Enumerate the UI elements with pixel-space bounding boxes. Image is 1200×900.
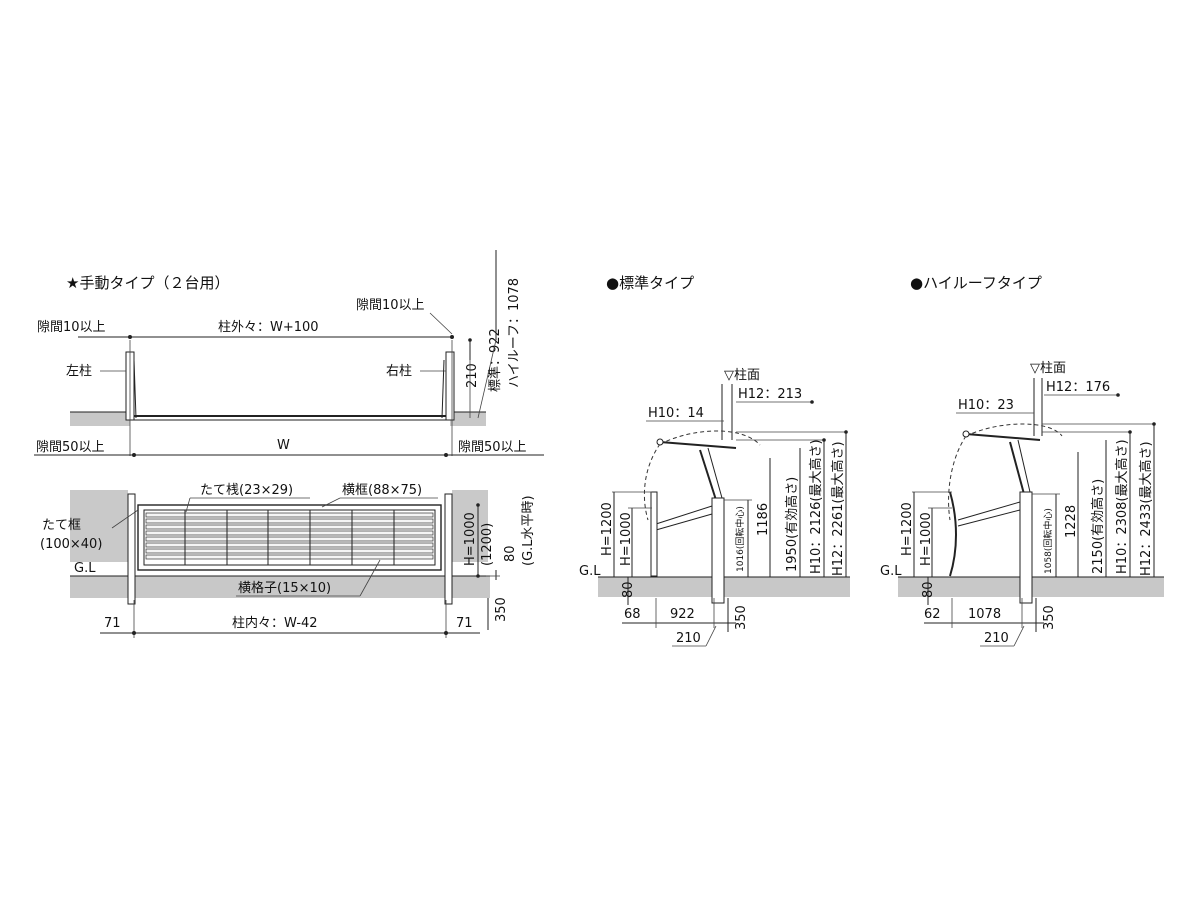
std-label-h10-max: H10：2126(最大高さ) (808, 439, 824, 574)
hr-post (1019, 491, 1033, 604)
hr-roof (965, 433, 1041, 441)
label-vertical-bar: たて桟(23×29) (200, 483, 293, 498)
hr-label-effective: 2150(有効高さ) (1090, 479, 1106, 574)
label-post-inner: 柱内々：W-42 (232, 615, 318, 631)
std-label-dim-350: 350 (734, 605, 749, 630)
hr-label-h12-max: H12：2433(最大高さ) (1138, 441, 1154, 576)
label-gap50-right: 隙間50以上 (458, 440, 527, 455)
std-label-pivot: 1016(回転中心) (734, 506, 746, 572)
std-roof (659, 441, 737, 449)
hr-label-pivot: 1058(回転中心) (1042, 508, 1054, 574)
label-h1200: (1200) (480, 523, 495, 566)
label-horiz-lattice: 横格子(15×10) (238, 580, 331, 596)
hr-roof-swing-arc (965, 423, 1063, 437)
std-label-dim-210: 210 (676, 631, 701, 646)
label-vertical-frame-2: (100×40) (40, 537, 102, 552)
label-dim-80: 80 (503, 545, 518, 562)
hr-gate-side (949, 491, 957, 577)
label-h1000: H=1000 (463, 512, 478, 566)
label-left-post: 左柱 (66, 364, 92, 379)
hr-label-dim-1228: 1228 (1064, 505, 1079, 538)
label-dim-71-right: 71 (456, 616, 473, 631)
label-width: W (277, 438, 290, 453)
standard-type-side-view: ●標準タイプ G.L ▽柱面 H12：213 H10：14 H=1200 (579, 274, 850, 647)
label-gap10-left: 隙間10以上 (37, 320, 106, 335)
label-vertical-frame-1: たて框 (42, 518, 81, 533)
label-gap10-right: 隙間10以上 (356, 298, 425, 313)
manual-type-elevation: たて桟(23×29) 横框(88×75) たて框 (100×40) G.L 横格… (40, 483, 536, 638)
manual-type-heading: ★手動タイプ（２台用） (66, 274, 229, 292)
label-gl: G.L (74, 561, 96, 576)
highroof-type-side-view: ●ハイルーフタイプ G.L ▽柱面 H12：176 H10：23 H=120 (880, 274, 1164, 647)
wall-right (452, 490, 488, 562)
std-label-post-face: ▽柱面 (724, 368, 760, 383)
label-dim-210: 210 (465, 363, 480, 388)
std-label-effective: 1950(有効高さ) (784, 477, 800, 572)
hr-label-h10-max: H10：2308(最大高さ) (1114, 439, 1130, 574)
elevation-right-post (444, 493, 453, 605)
std-post (711, 497, 725, 604)
std-label-gl: G.L (579, 564, 601, 579)
label-gap50-left: 隙間50以上 (36, 440, 105, 455)
plan-ground-right (450, 412, 486, 426)
label-dim-350: 350 (494, 597, 509, 622)
standard-type-heading: ●標準タイプ (606, 274, 694, 292)
plan-ground-left (70, 412, 130, 426)
std-label-dim-1186: 1186 (756, 503, 771, 536)
std-label-h12: H12：213 (738, 387, 802, 402)
wall-left (70, 490, 128, 562)
hr-label-dim-350: 350 (1042, 605, 1057, 630)
vertical-bars (184, 510, 395, 565)
label-dim-71-left: 71 (104, 616, 121, 631)
hr-label-h1200: H=1200 (900, 502, 915, 556)
hr-label-h12: H12：176 (1046, 380, 1110, 395)
std-label-h1000: H=1000 (619, 512, 634, 566)
label-std-922: 標準：922 (487, 328, 503, 392)
horizontal-lattice (145, 512, 434, 560)
label-gl-level: (G.L水平時) (521, 495, 536, 566)
elevation-ground (70, 576, 490, 598)
hr-label-dim-210: 210 (984, 631, 1009, 646)
hr-label-h1000: H=1000 (919, 512, 934, 566)
std-label-h12-max: H12：2261(最大高さ) (830, 441, 846, 576)
hr-label-dim-62: 62 (924, 607, 941, 622)
std-label-h10: H10：14 (648, 406, 704, 421)
label-high-1078: ハイルーフ：1078 (507, 278, 522, 388)
hr-label-gl: G.L (880, 564, 902, 579)
elevation-left-post (127, 493, 136, 605)
std-label-dim-922: 922 (670, 607, 695, 622)
hr-label-post-face: ▽柱面 (1030, 361, 1066, 376)
label-right-post: 右柱 (386, 364, 412, 379)
std-label-dim-68: 68 (624, 607, 641, 622)
label-post-outer: 柱外々：W+100 (218, 320, 319, 335)
std-label-h1200: H=1200 (600, 502, 615, 556)
highroof-type-heading: ●ハイルーフタイプ (910, 274, 1042, 292)
hr-label-dim-1078: 1078 (968, 607, 1001, 622)
label-horiz-frame: 横框(88×75) (342, 483, 422, 498)
manual-type-plan-view: ★手動タイプ（２台用） 柱外々：W+100 隙間10以上 隙間10以上 左柱 右… (34, 250, 544, 457)
hr-label-h10: H10：23 (958, 398, 1014, 413)
right-post (445, 351, 455, 421)
std-gate-side (650, 491, 658, 577)
